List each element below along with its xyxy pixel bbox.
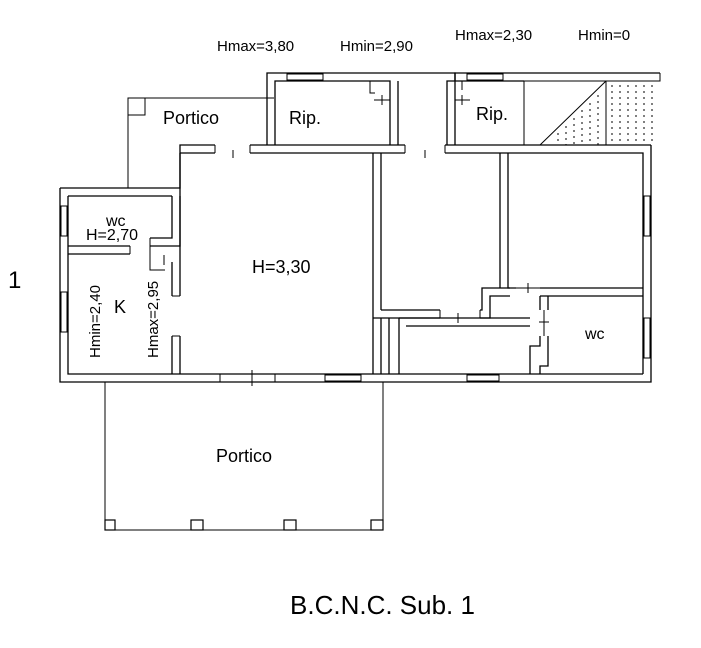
kitchen-hmax: Hmax=2,95 [145, 281, 162, 358]
interior-walls [68, 145, 643, 386]
exterior-walls [59, 97, 652, 383]
side-marker: 1 [8, 267, 21, 294]
stair-hmin: Hmin=0 [578, 27, 630, 44]
portico-bottom-label: Portico [216, 446, 272, 466]
storage-rooms [266, 72, 661, 145]
windows [60, 195, 651, 382]
rip-left-hmax: Hmax=3,80 [217, 38, 294, 55]
main-room-height: H=3,30 [252, 257, 311, 277]
rip-left-label: Rip. [289, 108, 321, 128]
rip-left-hmin: Hmin=2,90 [340, 38, 413, 55]
plan-caption: B.C.N.C. Sub. 1 [290, 590, 475, 620]
lower-portico [104, 382, 384, 531]
portico-top-label: Portico [163, 108, 219, 128]
rip-right-label: Rip. [476, 104, 508, 124]
kitchen-hmin: Hmin=2,40 [87, 285, 104, 358]
stair [539, 80, 653, 146]
wc-left-height: H=2,70 [86, 227, 138, 244]
kitchen-label: K [114, 297, 126, 317]
wc-right-label: wc [584, 326, 605, 343]
wc-left-label: wc [105, 213, 126, 230]
rip-right-hmax: Hmax=2,30 [455, 27, 532, 44]
